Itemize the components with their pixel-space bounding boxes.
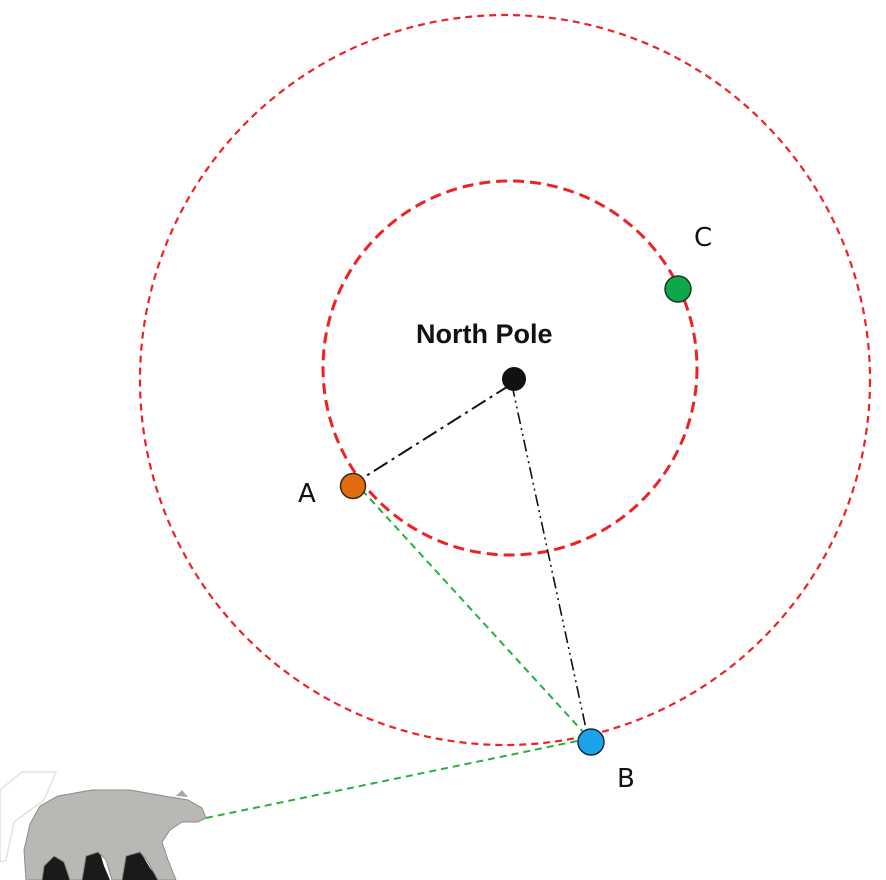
point-a-marker xyxy=(339,472,367,500)
north-pole-dot xyxy=(502,367,526,391)
radius-line-pole-a xyxy=(354,384,511,484)
polar-bear-icon xyxy=(0,771,207,880)
point-c-label: C xyxy=(694,223,712,253)
radius-line-pole-b xyxy=(511,384,589,739)
point-b-label: B xyxy=(617,764,635,794)
inner-circle xyxy=(321,179,699,557)
path-bear-b xyxy=(205,739,583,819)
point-b-marker xyxy=(577,728,605,756)
north-pole-label: North Pole xyxy=(416,319,553,349)
path-a-b xyxy=(361,489,586,735)
point-a-label: A xyxy=(298,479,316,509)
point-c-marker xyxy=(664,275,692,303)
outer-circle xyxy=(138,13,872,747)
